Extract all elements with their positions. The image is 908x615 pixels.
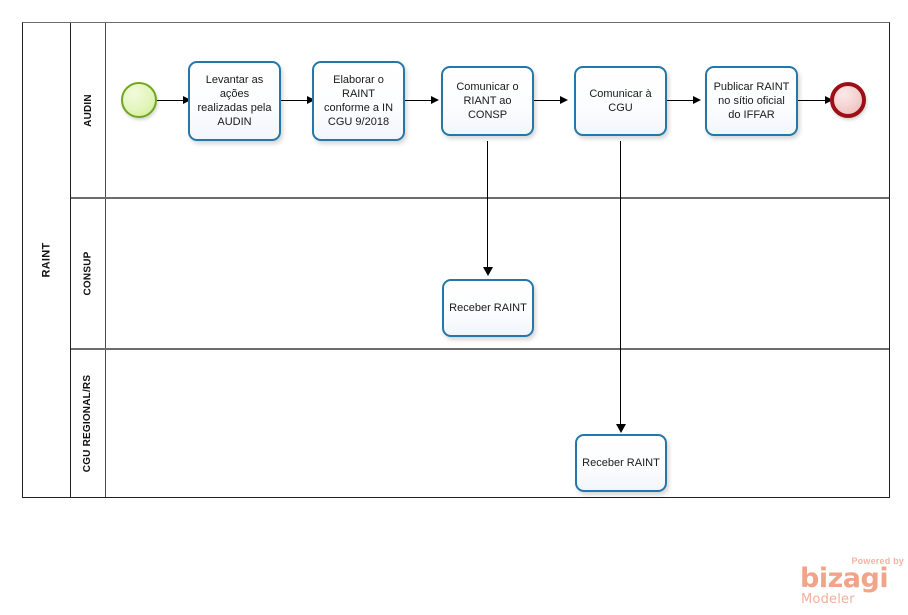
flow-t4-to-t7 bbox=[620, 141, 621, 426]
flow-t5-to-end bbox=[798, 100, 827, 101]
task-receber-raint-cgu[interactable]: Receber RAINT bbox=[575, 434, 667, 492]
flow-arrow-t5-to-end bbox=[825, 95, 833, 104]
lane-label-audin: AUDIN bbox=[82, 93, 94, 127]
flow-arrow-t1-to-t2 bbox=[307, 95, 315, 104]
bizagi-wordmark: bizagi bbox=[800, 563, 889, 594]
start-event[interactable] bbox=[121, 82, 157, 118]
flow-arrow-t4-to-t7 bbox=[616, 424, 626, 433]
bizagi-product-label: Modeler bbox=[801, 592, 855, 607]
lane-audin[interactable]: AUDIN Levantar as ações realizadas pela … bbox=[71, 23, 889, 197]
flow-arrow-start-to-t1 bbox=[183, 95, 191, 104]
lane-consup[interactable]: CONSUP Receber RAINT bbox=[71, 197, 889, 348]
flow-t2-to-t3 bbox=[405, 100, 433, 101]
lane-header-audin[interactable]: AUDIN bbox=[71, 23, 106, 197]
task-levantar-acoes[interactable]: Levantar as ações realizadas pela AUDIN bbox=[188, 61, 281, 141]
lane-body-consup: Receber RAINT bbox=[106, 199, 889, 348]
task-comunicar-riant-consp[interactable]: Comunicar o RIANT ao CONSP bbox=[441, 66, 534, 136]
flow-arrow-t3-to-t4 bbox=[560, 95, 568, 104]
lane-header-consup[interactable]: CONSUP bbox=[71, 199, 106, 348]
pool-raint[interactable]: RAINT AUDIN Levantar as ações realizadas… bbox=[22, 22, 890, 498]
flow-t4-to-t5 bbox=[667, 100, 695, 101]
lane-body-cgu: Receber RAINT bbox=[106, 350, 889, 497]
flow-arrow-t3-to-t6 bbox=[483, 267, 493, 276]
lane-label-cgu: CGU REGIONAL/RS bbox=[82, 374, 94, 473]
bizagi-watermark: Powered by bizagi Modeler bbox=[800, 556, 906, 608]
task-comunicar-cgu[interactable]: Comunicar à CGU bbox=[574, 66, 667, 136]
flow-t1-to-t2 bbox=[281, 100, 309, 101]
task-elaborar-raint[interactable]: Elaborar o RAINT conforme a IN CGU 9/201… bbox=[312, 61, 405, 141]
lane-header-cgu[interactable]: CGU REGIONAL/RS bbox=[71, 350, 106, 497]
flow-arrow-t4-to-t5 bbox=[693, 95, 701, 104]
bizagi-powered-by-label: Powered by bbox=[851, 556, 904, 566]
pool-header[interactable]: RAINT bbox=[23, 23, 71, 497]
flow-arrow-t2-to-t3 bbox=[431, 95, 439, 104]
task-publicar-raint[interactable]: Publicar RAINT no sítio oficial do IFFAR bbox=[705, 66, 798, 136]
end-event[interactable] bbox=[830, 82, 866, 118]
flow-t3-to-t6 bbox=[487, 141, 488, 269]
task-receber-raint-consup[interactable]: Receber RAINT bbox=[442, 279, 534, 337]
lane-label-consup: CONSUP bbox=[82, 251, 94, 296]
lane-cgu[interactable]: CGU REGIONAL/RS Receber RAINT bbox=[71, 348, 889, 497]
pool-label: RAINT bbox=[40, 242, 53, 278]
flow-start-to-t1 bbox=[157, 100, 185, 101]
flow-t3-to-t4 bbox=[534, 100, 562, 101]
lane-body-audin: Levantar as ações realizadas pela AUDIN … bbox=[106, 23, 889, 197]
